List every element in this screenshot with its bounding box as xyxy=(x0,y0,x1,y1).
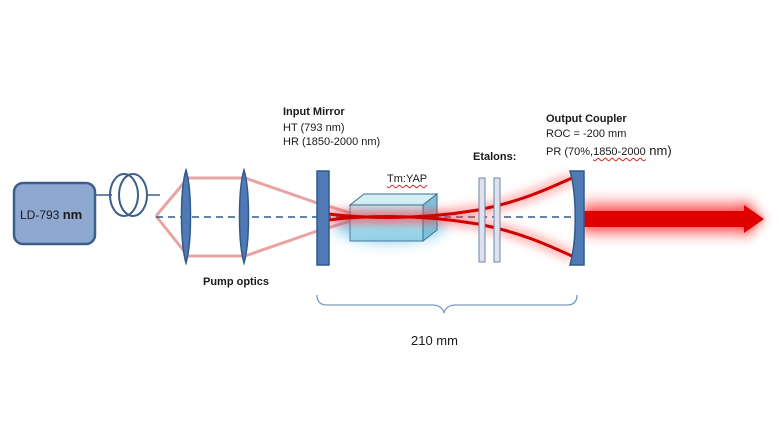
crystal-label: Tm:YAP xyxy=(387,173,428,185)
pump-optics-label: Pump optics xyxy=(203,276,270,288)
output-coupler-pr-c: nm) xyxy=(645,143,672,158)
output-coupler-roc: ROC = -200 mm xyxy=(546,128,627,140)
fiber-coil-icon xyxy=(109,173,148,217)
output-coupler-pr-b: 1850-2000 xyxy=(593,146,646,158)
pump-lens-2 xyxy=(238,167,250,266)
etalon-1 xyxy=(478,177,486,263)
input-mirror-title: Input Mirror xyxy=(283,106,345,118)
output-coupler-pr-a: PR (70%, xyxy=(546,146,594,158)
laser-diode-label: LD-793 nm xyxy=(20,207,82,222)
output-coupler xyxy=(569,170,585,266)
laser-diode-label-prefix: LD-793 xyxy=(20,208,63,222)
laser-diode-label-unit: nm xyxy=(62,207,83,222)
laser-mode xyxy=(327,173,575,261)
etalons-label: Etalons: xyxy=(473,151,517,163)
input-mirror-spec-2: HR (1850-2000 nm) xyxy=(283,136,381,148)
etalon-2 xyxy=(493,177,501,263)
output-beam xyxy=(582,202,766,236)
cavity-length-label: 210 mm xyxy=(411,333,458,348)
laser-diode-box xyxy=(12,181,97,246)
pump-lens-1 xyxy=(180,167,192,266)
output-coupler-title: Output Coupler xyxy=(546,113,627,125)
cavity-length-bracket xyxy=(316,294,578,314)
output-coupler-pr: PR (70%,1850-2000 nm) xyxy=(546,143,672,158)
input-mirror xyxy=(316,170,330,266)
input-mirror-spec-1: HT (793 nm) xyxy=(283,122,345,134)
